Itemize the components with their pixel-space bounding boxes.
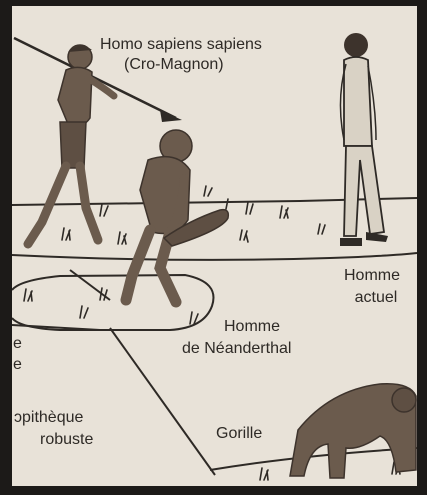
- frame-left: [0, 0, 12, 495]
- robuste-label-line1: ɔpithèque: [14, 409, 83, 427]
- gorille-label: Gorille: [216, 425, 262, 443]
- robuste-label-line2: robuste: [40, 431, 93, 449]
- neanderthal-label-line2: de Néanderthal: [182, 340, 291, 358]
- left-fragment-1: e: [13, 335, 22, 353]
- left-fragment-2: e: [13, 356, 22, 374]
- homme-actuel-label-line2: actuel: [340, 289, 412, 307]
- homme-actuel-label-line1: Homme: [332, 267, 412, 285]
- frame-bottom: [0, 486, 427, 495]
- neanderthal-label-line1: Homme: [212, 318, 292, 336]
- frame-right: [417, 0, 427, 495]
- homo-sapiens-label-line1: Homo sapiens sapiens: [100, 36, 262, 54]
- frame-top: [0, 0, 427, 6]
- homo-sapiens-label-line2: (Cro-Magnon): [124, 56, 224, 74]
